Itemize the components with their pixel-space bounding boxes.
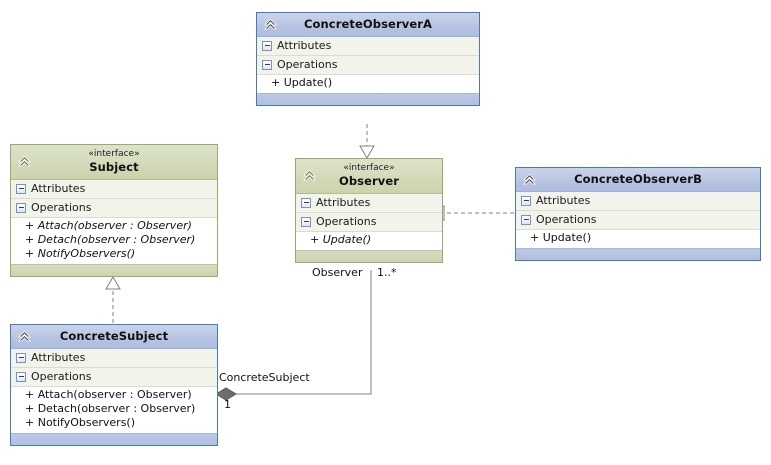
- section-label-operations: Operations: [31, 200, 92, 214]
- section-label-attributes: Attributes: [316, 195, 371, 209]
- class-stereotype-subject: «interface»: [88, 149, 140, 159]
- members-operations-subject: + Attach(observer : Observer) + Detach(o…: [11, 218, 217, 264]
- section-attributes-subject[interactable]: Attributes: [11, 180, 217, 199]
- section-label-operations: Operations: [316, 214, 377, 228]
- section-attributes-concrete-observer-b[interactable]: Attributes: [516, 192, 760, 211]
- section-label-attributes: Attributes: [536, 193, 591, 207]
- edge-label-observer-role: Observer: [312, 266, 363, 279]
- section-operations-concrete-observer-a[interactable]: Operations: [257, 56, 479, 75]
- section-operations-concrete-subject[interactable]: Operations: [11, 368, 217, 387]
- section-label-operations: Operations: [277, 57, 338, 71]
- class-footer-concrete-subject: [11, 433, 217, 445]
- class-stereotype-observer: «interface»: [343, 163, 395, 173]
- class-footer-observer: [296, 250, 442, 262]
- class-header-concrete-observer-a: ConcreteObserverA: [257, 13, 479, 37]
- connector-realization-observerb: [431, 205, 514, 221]
- members-operations-concrete-subject: + Attach(observer : Observer) + Detach(o…: [11, 387, 217, 433]
- member-item: + Detach(observer : Observer): [25, 402, 196, 415]
- class-name-observer: Observer: [338, 174, 400, 188]
- class-footer-concrete-observer-b: [516, 248, 760, 260]
- class-name-concrete-observer-b: ConcreteObserverB: [574, 172, 702, 186]
- class-box-concrete-observer-a[interactable]: ConcreteObserverA Attributes Operations …: [256, 12, 480, 106]
- section-operations-observer[interactable]: Operations: [296, 213, 442, 232]
- edge-label-concretesubject-role: ConcreteSubject: [219, 371, 310, 384]
- collapse-minus-icon[interactable]: [521, 214, 531, 225]
- class-chevron-icon: [302, 169, 317, 184]
- class-chevron-icon: [263, 17, 278, 32]
- member-item: + Attach(observer : Observer): [25, 219, 192, 232]
- connector-realization-concretesubject: [105, 276, 121, 323]
- collapse-minus-icon[interactable]: [16, 371, 26, 382]
- class-chevron-icon: [17, 329, 32, 344]
- section-attributes-concrete-subject[interactable]: Attributes: [11, 349, 217, 368]
- collapse-minus-icon[interactable]: [301, 216, 311, 227]
- class-name-concrete-subject: ConcreteSubject: [59, 329, 169, 343]
- class-box-concrete-subject[interactable]: ConcreteSubject Attributes Operations + …: [10, 324, 218, 446]
- section-attributes-observer[interactable]: Attributes: [296, 194, 442, 213]
- section-label-operations: Operations: [536, 212, 597, 226]
- section-label-attributes: Attributes: [31, 181, 86, 195]
- connector-realization-observera: [359, 124, 375, 159]
- class-name-subject: Subject: [89, 160, 139, 174]
- collapse-minus-icon[interactable]: [16, 183, 26, 194]
- class-name-concrete-observer-a: ConcreteObserverA: [303, 17, 432, 31]
- section-operations-concrete-observer-b[interactable]: Operations: [516, 211, 760, 230]
- class-header-observer: «interface» Observer: [296, 159, 442, 194]
- class-chevron-icon: [17, 155, 32, 170]
- class-footer-concrete-observer-a: [257, 93, 479, 105]
- members-operations-concrete-observer-b: + Update(): [516, 230, 760, 248]
- member-item: + NotifyObservers(): [25, 247, 136, 260]
- section-label-operations: Operations: [31, 369, 92, 383]
- class-header-concrete-subject: ConcreteSubject: [11, 325, 217, 349]
- class-box-subject[interactable]: «interface» Subject Attributes Operation…: [10, 144, 218, 277]
- edge-label-observer-multiplicity: 1..*: [377, 266, 397, 279]
- section-label-attributes: Attributes: [277, 38, 332, 52]
- collapse-minus-icon[interactable]: [16, 352, 26, 363]
- members-operations-concrete-observer-a: + Update(): [257, 75, 479, 93]
- class-footer-subject: [11, 264, 217, 276]
- class-box-observer[interactable]: «interface» Observer Attributes Operatio…: [295, 158, 443, 263]
- collapse-minus-icon[interactable]: [521, 195, 531, 206]
- section-operations-subject[interactable]: Operations: [11, 199, 217, 218]
- member-item: + Update(): [530, 231, 592, 244]
- collapse-minus-icon[interactable]: [301, 197, 311, 208]
- class-header-concrete-observer-b: ConcreteObserverB: [516, 168, 760, 192]
- section-attributes-concrete-observer-a[interactable]: Attributes: [257, 37, 479, 56]
- edge-label-concretesubject-multiplicity: 1: [224, 398, 231, 411]
- collapse-minus-icon[interactable]: [262, 40, 272, 51]
- member-item: + Update(): [271, 76, 333, 89]
- section-label-attributes: Attributes: [31, 350, 86, 364]
- collapse-minus-icon[interactable]: [16, 202, 26, 213]
- class-header-subject: «interface» Subject: [11, 145, 217, 180]
- member-item: + NotifyObservers(): [25, 416, 136, 429]
- member-item: + Attach(observer : Observer): [25, 388, 192, 401]
- class-chevron-icon: [522, 172, 537, 187]
- collapse-minus-icon[interactable]: [262, 59, 272, 70]
- member-item: + Update(): [310, 233, 372, 246]
- class-box-concrete-observer-b[interactable]: ConcreteObserverB Attributes Operations …: [515, 167, 761, 261]
- members-operations-observer: + Update(): [296, 232, 442, 250]
- member-item: + Detach(observer : Observer): [25, 233, 196, 246]
